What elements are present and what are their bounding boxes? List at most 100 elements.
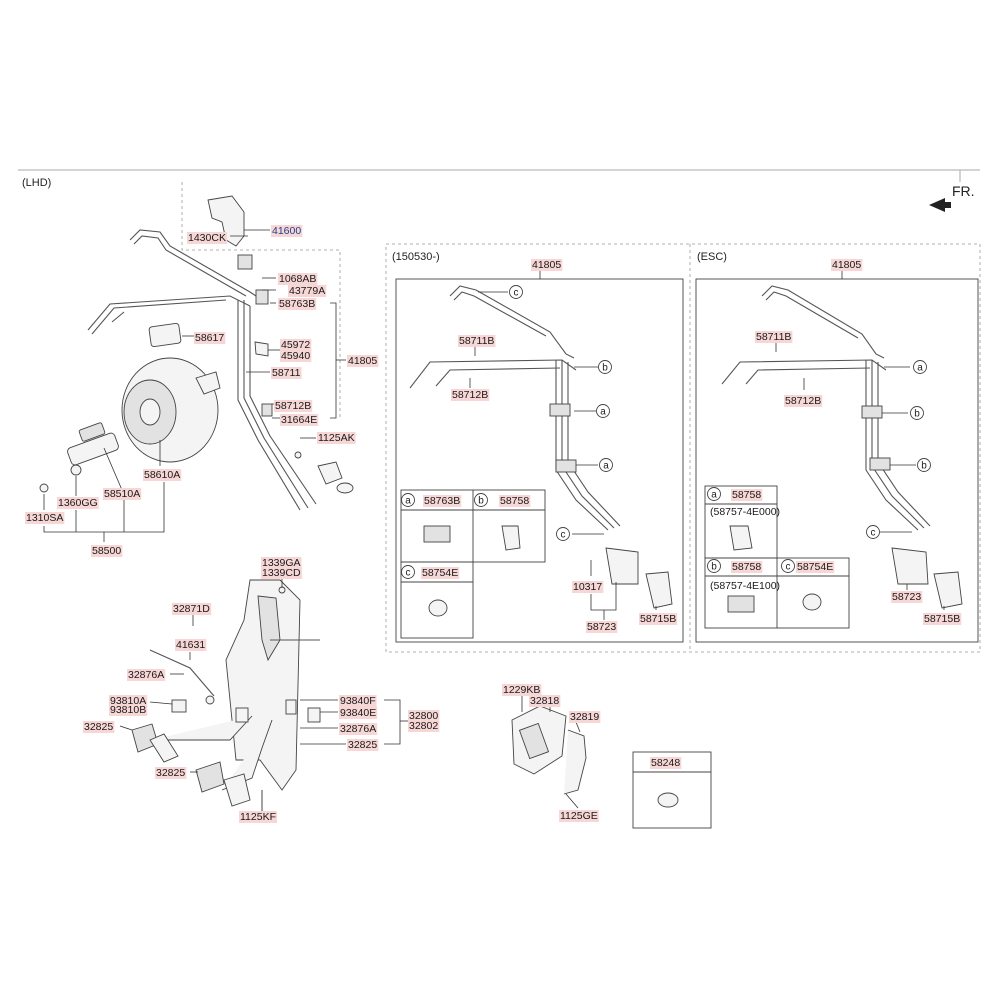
sensor-plug-58248 (657, 792, 679, 808)
brake-pipe-down-1 (237, 300, 301, 511)
callout-letter-a: a (917, 363, 923, 374)
part-label-1360gg-highlight (57, 497, 99, 509)
part-label-32825-highlight (347, 739, 379, 751)
callout-letter-c: c (514, 288, 519, 299)
part-label-32802-highlight (408, 720, 440, 732)
section-150530-label: (150530-) (392, 251, 440, 263)
part-label-1229kb-highlight (502, 684, 542, 696)
part-label-58500: 58500 (92, 545, 121, 557)
part-label-32802: 32802 (409, 720, 438, 732)
box1-part-label-10317: 10317 (573, 581, 602, 593)
part-label-32819-highlight (569, 711, 601, 723)
part-label-32800-highlight (408, 710, 440, 722)
part-label-1430ck: 1430CK (188, 232, 226, 244)
leader-lines-pedal (119, 576, 408, 816)
esc-gasket-58715B-esc (933, 571, 963, 609)
part-label-32825-highlight (155, 767, 187, 779)
box2-part-label-58711b: 58711B (756, 331, 791, 343)
part-label-32819: 32819 (570, 711, 599, 723)
box-150530-drawing (395, 270, 684, 643)
part-label-41600: 41600 (272, 225, 301, 237)
part-label-58610a-highlight (143, 469, 182, 481)
part-label-93840f-highlight (339, 695, 377, 707)
box2-part-label-58754e-highlight (796, 561, 835, 573)
part-label-32825: 32825 (348, 739, 377, 751)
box-esc-drawing (695, 270, 979, 643)
part-label-58248: 58248 (651, 757, 680, 769)
esc-module-drawing (511, 694, 712, 829)
part-label-1339cd: 1339CD (262, 567, 301, 579)
callout-circle-a (913, 360, 927, 374)
part-label-43779a-highlight (288, 285, 327, 297)
box1-part-label-10317-highlight (572, 581, 604, 593)
callout-circle-c (781, 559, 795, 573)
brake-pipe-upper (129, 229, 263, 301)
part-label-58617-highlight (194, 332, 226, 344)
part-label-93810b-highlight (109, 704, 148, 716)
callout-letter-c: c (786, 562, 791, 573)
part-label-58510a: 58510A (104, 488, 140, 500)
part-label-58610a: 58610A (144, 469, 180, 481)
box2-part-label-58757-4e000: (58757-4E000) (710, 506, 780, 518)
box2-part-label-58758-highlight (731, 489, 763, 501)
callout-circle-c (401, 565, 415, 579)
box2-part-label-58758-highlight (731, 561, 763, 573)
part-label-93810b: 93810B (110, 704, 146, 716)
plug-58754E-esc (802, 593, 822, 611)
box1-part-label-58711b: 58711B (459, 335, 494, 347)
box1-part-label-58723-highlight (586, 621, 618, 633)
connector-58763B (423, 525, 451, 543)
part-label-1125ak-highlight (317, 432, 356, 444)
part-label-1339cd-highlight (261, 567, 302, 579)
callout-letter-b: b (914, 409, 920, 420)
pedal-assembly-drawing (131, 579, 321, 812)
brake-pipe-left (87, 295, 251, 331)
variant-group-outline (385, 243, 981, 653)
box2-part-label-58723-highlight (891, 591, 923, 603)
brake-pedal-pad (195, 761, 225, 793)
callout-circle-a (707, 487, 721, 501)
front-direction-label: FR. (952, 183, 975, 199)
part-label-58763b: 58763B (279, 298, 315, 310)
box1-part-label-58715b: 58715B (640, 613, 676, 625)
callout-circle-b (917, 458, 931, 472)
part-label-45972: 45972 (281, 339, 310, 351)
box1-part-label-58712b-highlight (451, 389, 490, 401)
part-label-41805: 41805 (348, 355, 377, 367)
callout-circle-b (474, 493, 488, 507)
box2-part-label-58758: 58758 (732, 561, 761, 573)
part-label-58617: 58617 (195, 332, 224, 344)
part-label-31664e: 31664E (281, 414, 317, 426)
front-arrow-icon (929, 198, 951, 212)
callout-letter-c: c (561, 530, 566, 541)
box1-part-label-41805: 41805 (532, 259, 561, 271)
part-label-41805-highlight (347, 355, 379, 367)
part-label-1360gg: 1360GG (58, 497, 98, 509)
clip-58758 (501, 525, 521, 551)
part-label-32818-highlight (529, 695, 561, 707)
part-label-41600-highlight (271, 225, 303, 237)
box2-part-label-58758: 58758 (732, 489, 761, 501)
part-label-31664e-highlight (280, 414, 319, 426)
callout-letter-b: b (602, 363, 608, 374)
part-label-1125ge: 1125GE (560, 810, 598, 822)
box2-part-label-58723: 58723 (892, 591, 921, 603)
box1-part-label-58711b-highlight (458, 335, 496, 347)
vacuum-hose-connector (207, 195, 245, 247)
part-label-32871d-highlight (172, 603, 212, 615)
box2-part-label-58712b-highlight (784, 395, 823, 407)
clip-58758-b (727, 595, 755, 613)
leader-lines-main (43, 229, 346, 542)
callout-letter-c: c (871, 528, 876, 539)
box2-part-label-58754e: 58754E (797, 561, 833, 573)
callout-circle-a (401, 493, 415, 507)
box2-part-label-58715b-highlight (923, 613, 962, 625)
part-label-58763b-highlight (278, 298, 317, 310)
pedal-bracket (225, 579, 301, 791)
part-label-43779a: 43779A (289, 285, 325, 297)
section-lhd-label: (LHD) (22, 177, 51, 189)
part-label-1310sa-highlight (25, 512, 65, 524)
part-label-58712b-highlight (274, 400, 313, 412)
callout-letter-b: b (711, 562, 717, 573)
